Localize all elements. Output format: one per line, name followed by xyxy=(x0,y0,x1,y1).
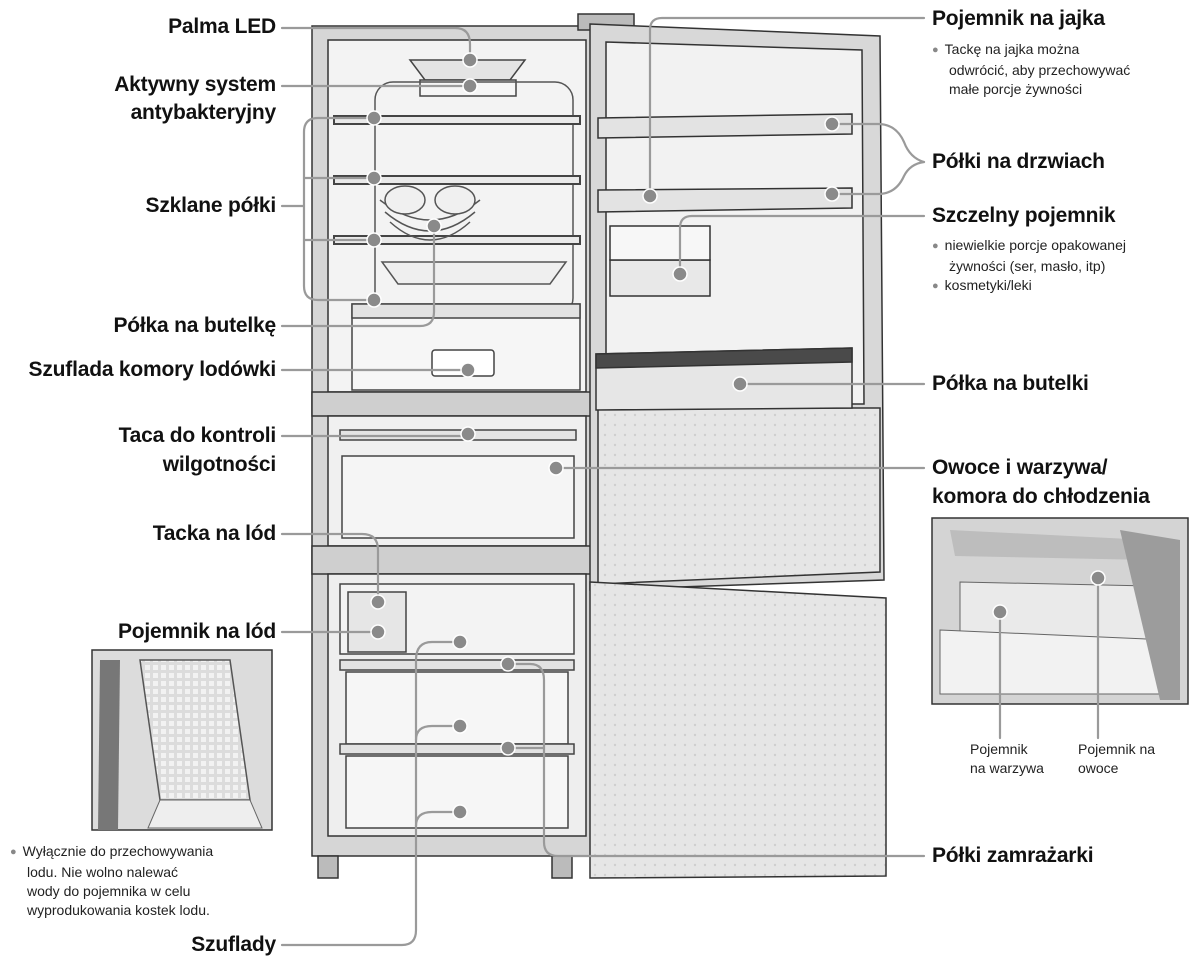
label-wilgotnosci: wilgotności xyxy=(163,452,276,478)
label-tacka-na-lod: Tacka na lód xyxy=(153,521,276,547)
label-polki-na-drzwiach: Półki na drzwiach xyxy=(932,149,1105,175)
label-pojemnik-na-owoce: Pojemnik na owoce xyxy=(1078,740,1155,778)
label-pojemnik-na-jajka: Pojemnik na jajka xyxy=(932,6,1105,32)
label-szuflada-komory: Szuflada komory lodówki xyxy=(29,357,276,383)
bullet-icon: ● xyxy=(10,846,17,858)
note-egg-tray: ● Tackę na jajka można odwrócić, aby prze… xyxy=(932,40,1130,99)
label-owoce-i-warzywa: Owoce i warzywa/ xyxy=(932,455,1107,481)
note-egg-line-1: Tackę na jajka można xyxy=(945,41,1080,57)
label-palma-led: Palma LED xyxy=(168,14,276,40)
note-sealed-line-2: żywności (ser, masło, itp) xyxy=(932,257,1126,276)
label-polki-zamrazarki: Półki zamrażarki xyxy=(932,843,1093,869)
label-szuflady: Szuflady xyxy=(191,932,276,958)
label-warzywa-line-1: Pojemnik xyxy=(970,740,1044,759)
freezer-internals xyxy=(340,584,574,828)
label-szczelny-pojemnik: Szczelny pojemnik xyxy=(932,203,1115,229)
label-warzywa-line-2: na warzywa xyxy=(970,759,1044,778)
ice-tray-inset xyxy=(92,650,272,830)
label-polka-na-butelke: Półka na butelkę xyxy=(113,313,276,339)
label-owoce-line-1: Pojemnik na xyxy=(1078,740,1155,759)
label-aktywny-system: Aktywny system xyxy=(114,72,276,98)
upper-door xyxy=(590,24,884,590)
label-taca-do-kontroli: Taca do kontroli xyxy=(119,423,276,449)
lower-door xyxy=(590,582,886,878)
note-sealed-container: ● niewielkie porcje opakowanej żywności (… xyxy=(932,236,1126,297)
bullet-icon: ● xyxy=(932,280,939,292)
bullet-icon: ● xyxy=(932,240,939,252)
lower-tray-outline xyxy=(382,262,566,284)
note-ice-line-3: wody do pojemnika w celu xyxy=(10,882,213,901)
label-pojemnik-na-lod: Pojemnik na lód xyxy=(118,619,276,645)
note-egg-line-2: odwrócić, aby przechowywać xyxy=(932,61,1130,80)
label-owoce-line-2: owoce xyxy=(1078,759,1155,778)
label-polka-na-butelki: Półka na butelki xyxy=(932,371,1089,397)
fruit-vegetable-inset xyxy=(932,518,1188,704)
label-pojemnik-na-warzywa: Pojemnik na warzywa xyxy=(970,740,1044,778)
label-antybakteryjny: antybakteryjny xyxy=(131,100,276,126)
note-ice-line-2: lodu. Nie wolno nalewać xyxy=(10,863,213,882)
note-sealed-line-1: niewielkie porcje opakowanej xyxy=(945,237,1126,253)
note-ice-line-4: wyprodukowania kostek lodu. xyxy=(10,901,213,920)
note-sealed-line-3: kosmetyki/leki xyxy=(945,277,1032,293)
note-egg-line-3: małe porcje żywności xyxy=(932,80,1130,99)
note-ice-container: ● Wyłącznie do przechowywania lodu. Nie w… xyxy=(10,842,213,920)
note-ice-line-1: Wyłącznie do przechowywania xyxy=(23,843,214,859)
bullet-icon: ● xyxy=(932,44,939,56)
label-szklane-polki: Szklane półki xyxy=(146,193,276,219)
label-komora-do-chlodzenia: komora do chłodzenia xyxy=(932,484,1150,510)
